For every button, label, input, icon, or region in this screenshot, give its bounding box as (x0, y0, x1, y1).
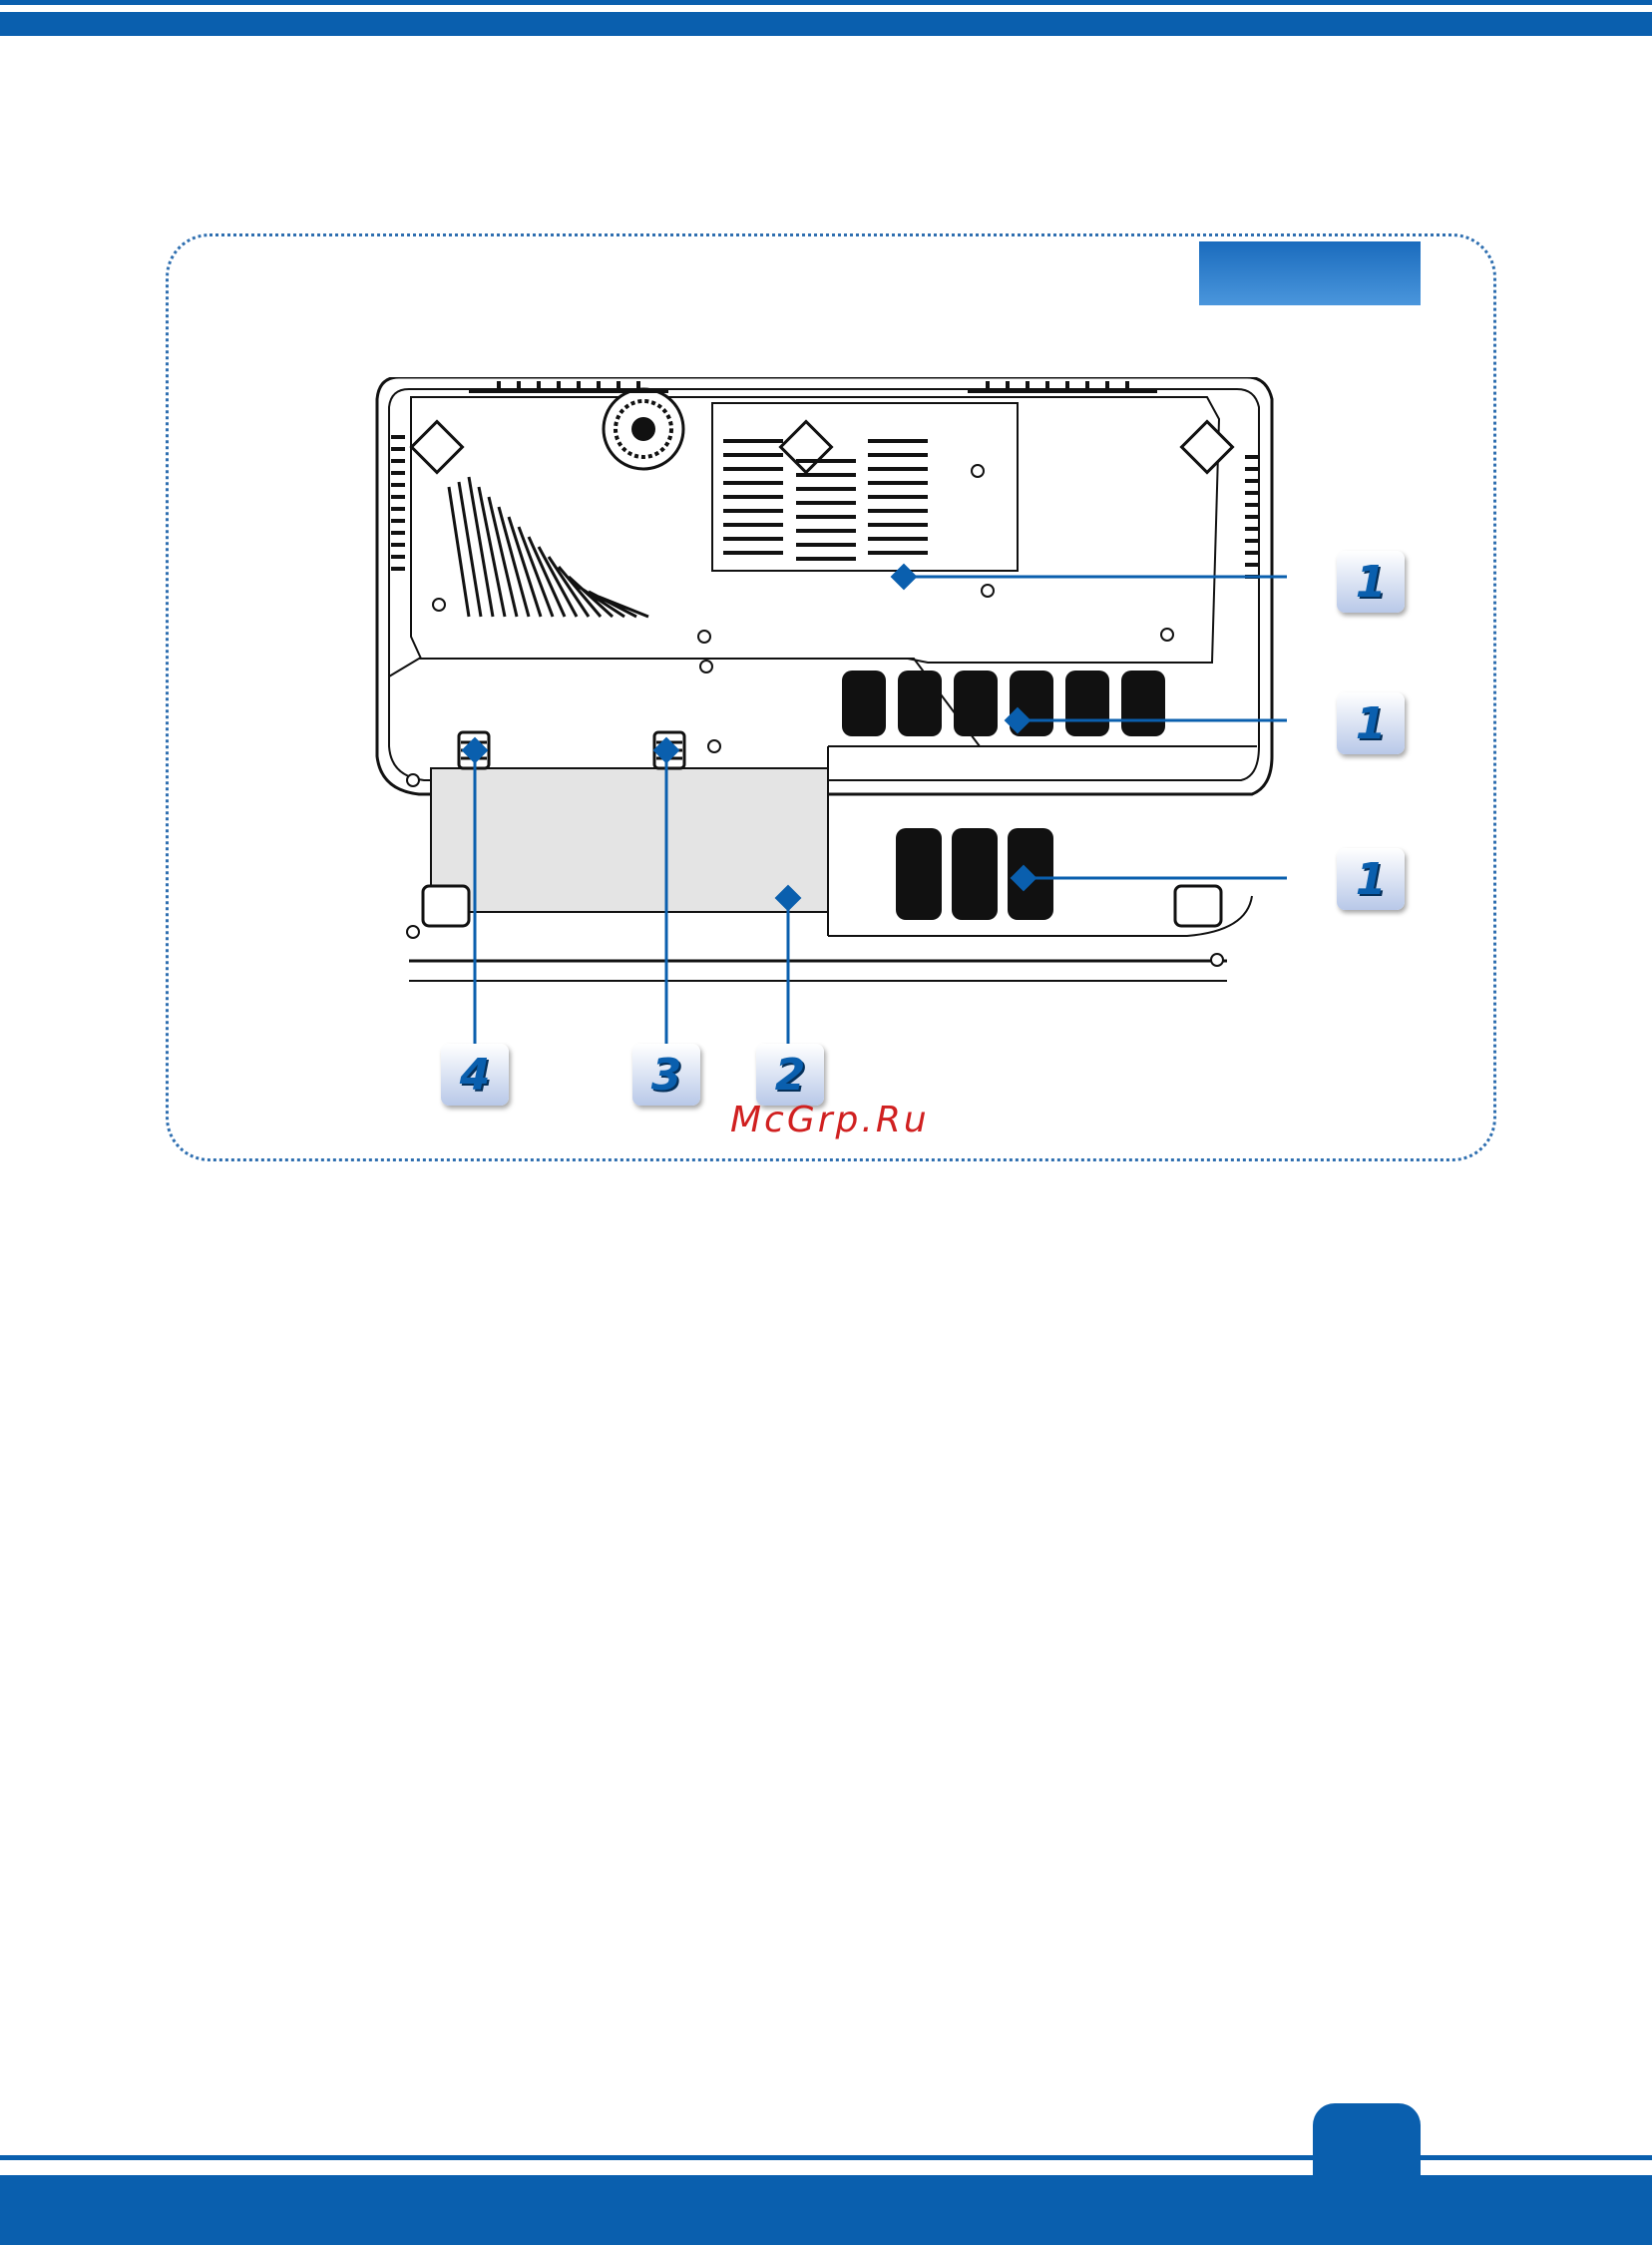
diagonal-vent (449, 477, 648, 617)
laptop-bottom-diagram (369, 377, 1287, 1106)
page-number-tab (1313, 2103, 1421, 2177)
foot-bottom-left (423, 886, 469, 926)
battery-pack (431, 768, 828, 912)
foot-bottom-right (1175, 886, 1221, 926)
header-thick-stripe (0, 12, 1652, 36)
foot-top-mid (781, 422, 832, 473)
middle-vents (842, 671, 1165, 736)
header-band (0, 0, 1652, 36)
callout-1-memory-vent: 1 (1337, 551, 1405, 613)
section-tab (1199, 241, 1421, 305)
memory-vents (723, 441, 928, 559)
callout-2-battery: 2 (756, 1044, 824, 1106)
callout-1-middle-vent: 1 (1337, 692, 1405, 754)
callout-3-latch: 3 (632, 1044, 700, 1106)
footer-thick-stripe (0, 2175, 1652, 2245)
fan (604, 389, 683, 469)
watermark: McGrp.Ru (730, 1100, 930, 1140)
foot-top-right (1182, 422, 1233, 473)
footer-band (0, 2155, 1652, 2245)
callout-4-latch: 4 (441, 1044, 509, 1106)
memory-cover (712, 403, 1018, 571)
foot-top-left (412, 422, 463, 473)
header-thin-stripe (0, 0, 1652, 5)
callout-1-lower-vent: 1 (1337, 848, 1405, 910)
side-vents (391, 381, 1259, 577)
